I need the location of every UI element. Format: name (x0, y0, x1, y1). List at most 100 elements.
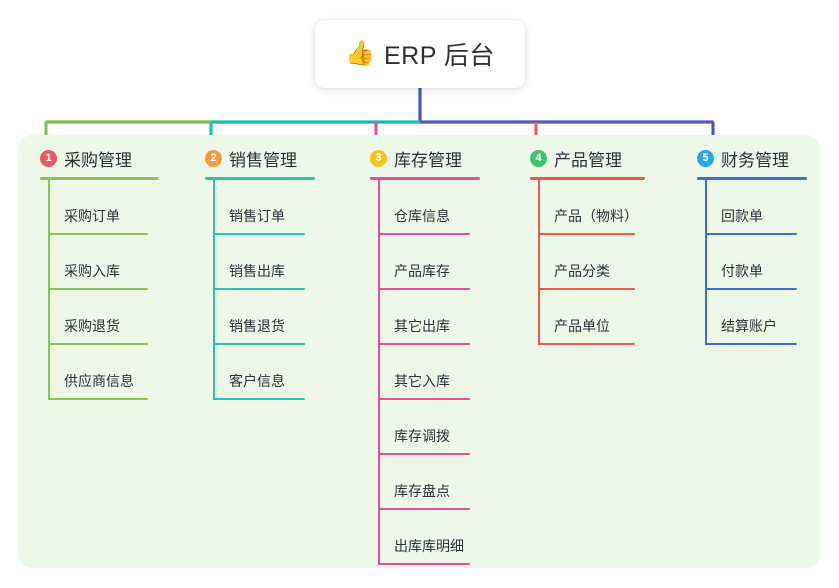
branch-item[interactable]: 库存调拨 (378, 400, 480, 455)
branch-item[interactable]: 产品分类 (538, 235, 645, 290)
branch-item-list: 采购订单采购入库采购退货供应商信息 (48, 180, 158, 400)
branch-item[interactable]: 出库库明细 (378, 510, 480, 565)
branch-item-rule (378, 508, 470, 510)
branch-item[interactable]: 其它出库 (378, 290, 480, 345)
branch-item[interactable]: 结算账户 (705, 290, 807, 345)
branch-item-rule (538, 233, 635, 235)
branch-item-list: 销售订单销售出库销售退货客户信息 (213, 180, 315, 400)
branch-title: 采购管理 (64, 150, 132, 170)
branch-item-rule (538, 343, 635, 345)
branch-item-rule (705, 233, 797, 235)
branch-item-list: 仓库信息产品库存其它出库其它入库库存调拨库存盘点出库库明细 (378, 180, 480, 565)
branch-item-rule (378, 343, 470, 345)
branch-column-2: 2 销售管理销售订单销售出库销售退货客户信息 (205, 147, 315, 400)
branch-item[interactable]: 采购订单 (48, 180, 158, 235)
branch-item-label: 供应商信息 (64, 373, 134, 389)
branch-item-label: 销售退货 (229, 318, 285, 334)
branch-item-label: 付款单 (721, 263, 763, 279)
branch-item-list: 回款单付款单结算账户 (705, 180, 807, 345)
branch-number-badge: 1 (40, 149, 57, 167)
branch-header-rule (40, 177, 158, 180)
branch-item[interactable]: 回款单 (705, 180, 807, 235)
branch-item[interactable]: 产品库存 (378, 235, 480, 290)
branch-column-3: 3 库存管理仓库信息产品库存其它出库其它入库库存调拨库存盘点出库库明细 (370, 147, 480, 565)
branch-item[interactable]: 采购入库 (48, 235, 158, 290)
branch-title: 库存管理 (394, 150, 462, 170)
branch-item-rule (213, 398, 305, 400)
branch-item-rule (48, 233, 148, 235)
branch-item[interactable]: 付款单 (705, 235, 807, 290)
branch-number-badge: 3 (370, 149, 387, 167)
branch-item-label: 库存盘点 (394, 483, 450, 499)
branch-item[interactable]: 产品单位 (538, 290, 645, 345)
branch-header-5[interactable]: 5 财务管理 (697, 147, 807, 170)
branch-header-3[interactable]: 3 库存管理 (370, 147, 480, 170)
branch-item-list: 产品（物料） 产品分类产品单位 (538, 180, 645, 345)
branch-item-rule (378, 563, 470, 565)
branch-column-1: 1 采购管理采购订单采购入库采购退货供应商信息 (40, 147, 158, 400)
branch-item-label: 出库库明细 (394, 538, 464, 554)
branch-title: 产品管理 (554, 150, 622, 170)
root-node-title: ERP 后台 (383, 42, 495, 70)
branch-header-2[interactable]: 2 销售管理 (205, 147, 315, 170)
branch-item-label: 采购退货 (64, 318, 120, 334)
branch-number-badge: 2 (205, 149, 222, 167)
branch-item[interactable]: 产品（物料） (538, 180, 645, 235)
branch-header-rule (370, 177, 480, 180)
branch-header-rule (530, 177, 645, 180)
branch-column-5: 5 财务管理回款单付款单结算账户 (697, 147, 807, 345)
branch-item-label: 回款单 (721, 208, 763, 224)
root-node-card[interactable]: 👍 ERP 后台 (315, 20, 525, 88)
branch-item[interactable]: 客户信息 (213, 345, 315, 400)
branch-item-label: 其它入库 (394, 373, 450, 389)
branch-title: 财务管理 (721, 150, 789, 170)
branch-item[interactable]: 销售出库 (213, 235, 315, 290)
branch-item[interactable]: 销售订单 (213, 180, 315, 235)
branch-item[interactable]: 仓库信息 (378, 180, 480, 235)
branch-item[interactable]: 销售退货 (213, 290, 315, 345)
branch-item-label: 仓库信息 (394, 208, 450, 224)
branch-item-rule (213, 288, 305, 290)
branch-header-rule (205, 177, 315, 180)
branch-item-label: 结算账户 (721, 318, 777, 334)
branch-item-label: 产品分类 (554, 263, 610, 279)
branches-panel (18, 135, 820, 568)
branch-item-rule (705, 343, 797, 345)
branch-item-rule (48, 288, 148, 290)
branch-item-rule (378, 233, 470, 235)
branch-spine (705, 180, 707, 345)
branch-item-rule (378, 398, 470, 400)
branch-item-rule (538, 288, 635, 290)
branch-spine (538, 180, 540, 345)
branch-header-4[interactable]: 4 产品管理 (530, 147, 645, 170)
branch-item-label: 销售出库 (229, 263, 285, 279)
branch-header-rule (697, 177, 807, 180)
branch-item-rule (378, 288, 470, 290)
branch-item-label: 库存调拨 (394, 428, 450, 444)
branch-item-label: 产品库存 (394, 263, 450, 279)
branch-spine (213, 180, 215, 400)
branch-item-rule (378, 453, 470, 455)
branch-item-rule (213, 343, 305, 345)
branch-spine (378, 180, 380, 565)
branch-item[interactable]: 库存盘点 (378, 455, 480, 510)
branch-title: 销售管理 (229, 150, 297, 170)
branch-item-label: 采购订单 (64, 208, 120, 224)
branch-item-label: 产品（物料） (554, 208, 638, 224)
branch-number-badge: 4 (530, 149, 547, 167)
branch-header-1[interactable]: 1 采购管理 (40, 147, 158, 170)
branch-item-label: 销售订单 (229, 208, 285, 224)
branch-number-badge: 5 (697, 149, 714, 167)
branch-item-rule (213, 233, 305, 235)
branch-item-label: 客户信息 (229, 373, 285, 389)
branch-item-label: 采购入库 (64, 263, 120, 279)
branch-item[interactable]: 采购退货 (48, 290, 158, 345)
branch-spine (48, 180, 50, 400)
branch-item-rule (705, 288, 797, 290)
branch-item[interactable]: 其它入库 (378, 345, 480, 400)
branch-column-4: 4 产品管理产品（物料） 产品分类产品单位 (530, 147, 645, 345)
branch-item[interactable]: 供应商信息 (48, 345, 158, 400)
root-node-content: 👍 ERP 后台 (345, 36, 495, 72)
thumbs-up-icon: 👍 (345, 40, 375, 67)
